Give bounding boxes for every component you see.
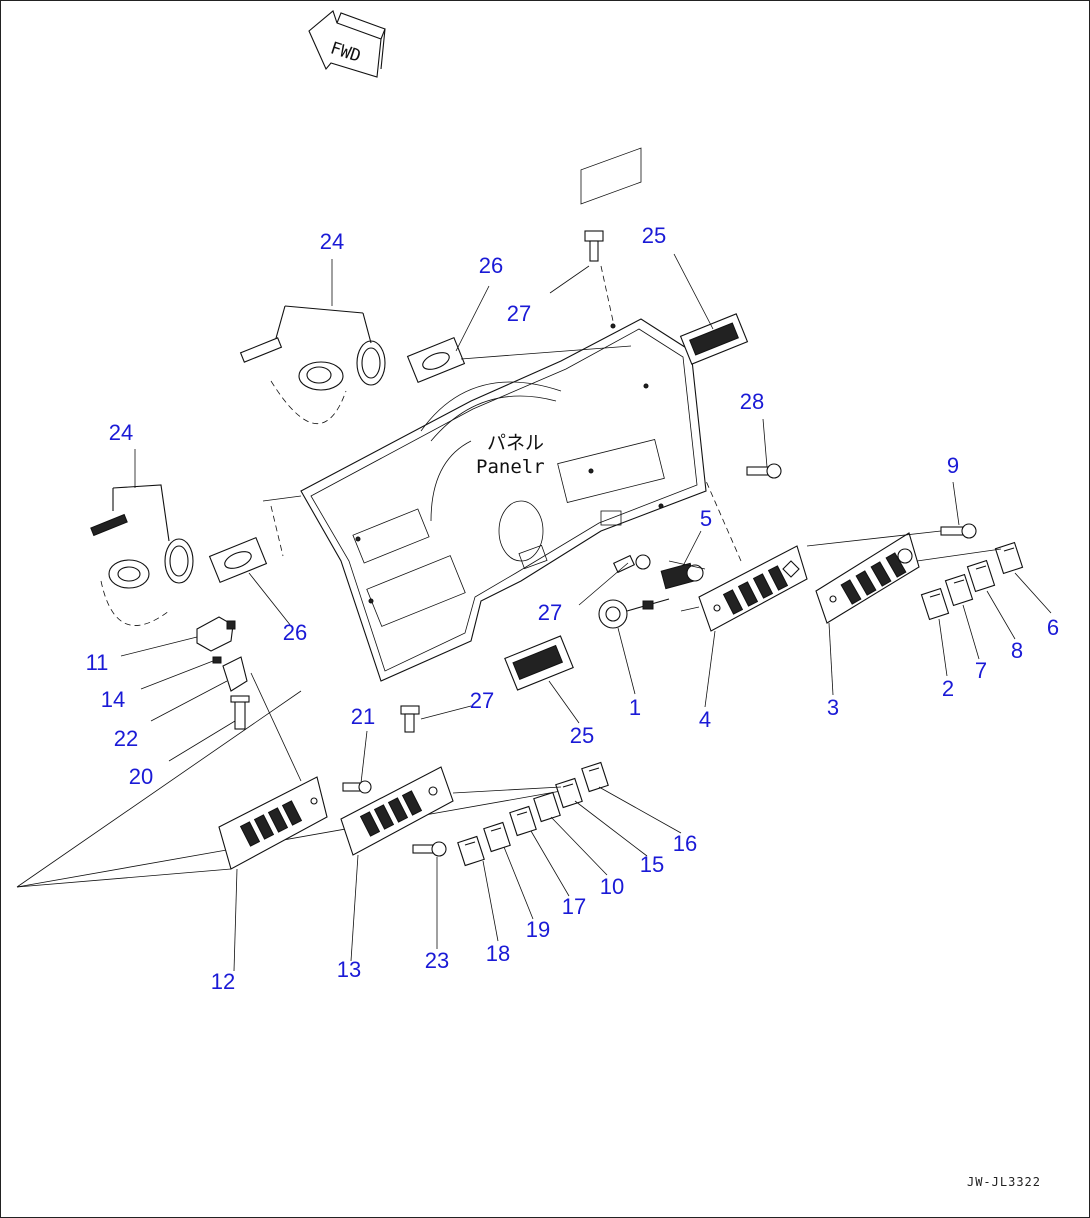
part-label-2: 2	[941, 676, 955, 701]
part-label-13: 13	[336, 957, 362, 982]
part-label-17: 17	[561, 894, 587, 919]
part-label-24-left: 24	[108, 420, 134, 445]
part-label-25-lower: 25	[569, 723, 595, 748]
lamp-module-upper	[679, 313, 749, 365]
panel-label-en: Panelr	[476, 456, 545, 478]
switch-plate-13	[340, 766, 454, 856]
fwd-arrow-icon: FWD	[308, 10, 386, 78]
part-label-5: 5	[699, 506, 713, 531]
part-label-28: 28	[739, 389, 765, 414]
rocker-switch-right-group	[920, 541, 1024, 621]
screw-mid	[612, 554, 651, 574]
part-label-22: 22	[113, 726, 139, 751]
drawing-id: JW-JL3322	[966, 1175, 1041, 1189]
part-label-1: 1	[628, 695, 642, 720]
key-switch-5	[660, 562, 704, 590]
part-label-7: 7	[974, 658, 988, 683]
screw-lower	[400, 705, 420, 733]
switch-plate-12	[218, 776, 328, 870]
part-label-10: 10	[599, 874, 625, 899]
part-label-27-upper: 27	[506, 301, 532, 326]
part-label-4: 4	[698, 707, 712, 732]
part-label-27-lower: 27	[469, 688, 495, 713]
leader-12-bracket	[250, 672, 302, 782]
leader-dashed	[270, 265, 742, 562]
guide-line-lower	[16, 690, 562, 888]
part-label-20: 20	[128, 764, 154, 789]
part-label-15: 15	[639, 852, 665, 877]
part-label-19: 19	[525, 917, 551, 942]
part-label-27-mid: 27	[537, 600, 563, 625]
leader-lines	[16, 253, 1052, 972]
part-label-6: 6	[1046, 615, 1060, 640]
switch-plate-4	[698, 545, 808, 632]
part-label-26-upper: 26	[478, 253, 504, 278]
sensor-group-upper	[239, 305, 632, 424]
bolt-20	[230, 695, 250, 730]
dashboard-panel	[300, 147, 707, 682]
screw-9	[940, 523, 977, 539]
part-label-26-left: 26	[282, 620, 308, 645]
part-label-9: 9	[946, 453, 960, 478]
part-label-21: 21	[350, 704, 376, 729]
panel-label-jp: パネル	[487, 432, 545, 454]
relay-11	[196, 616, 236, 652]
part-label-14: 14	[100, 687, 126, 712]
starter-switch-1	[598, 598, 670, 629]
switch-plate-3	[815, 532, 920, 624]
screw-21	[342, 780, 372, 794]
screw-23	[412, 841, 447, 857]
screw-upper	[584, 230, 604, 262]
part-label-24-upper: 24	[319, 229, 345, 254]
part-label-8: 8	[1010, 638, 1024, 663]
part-label-18: 18	[485, 941, 511, 966]
part-label-23: 23	[424, 948, 450, 973]
lamp-module-lower	[504, 635, 574, 691]
part-label-16: 16	[672, 831, 698, 856]
part-label-3: 3	[826, 695, 840, 720]
bracket-22	[212, 656, 248, 692]
part-label-25-upper: 25	[641, 223, 667, 248]
part-label-11: 11	[85, 650, 109, 675]
part-label-12: 12	[210, 969, 236, 994]
rocker-switch-lower-group	[457, 761, 609, 867]
sensor-group-left	[90, 484, 302, 626]
screw-28	[746, 463, 782, 479]
